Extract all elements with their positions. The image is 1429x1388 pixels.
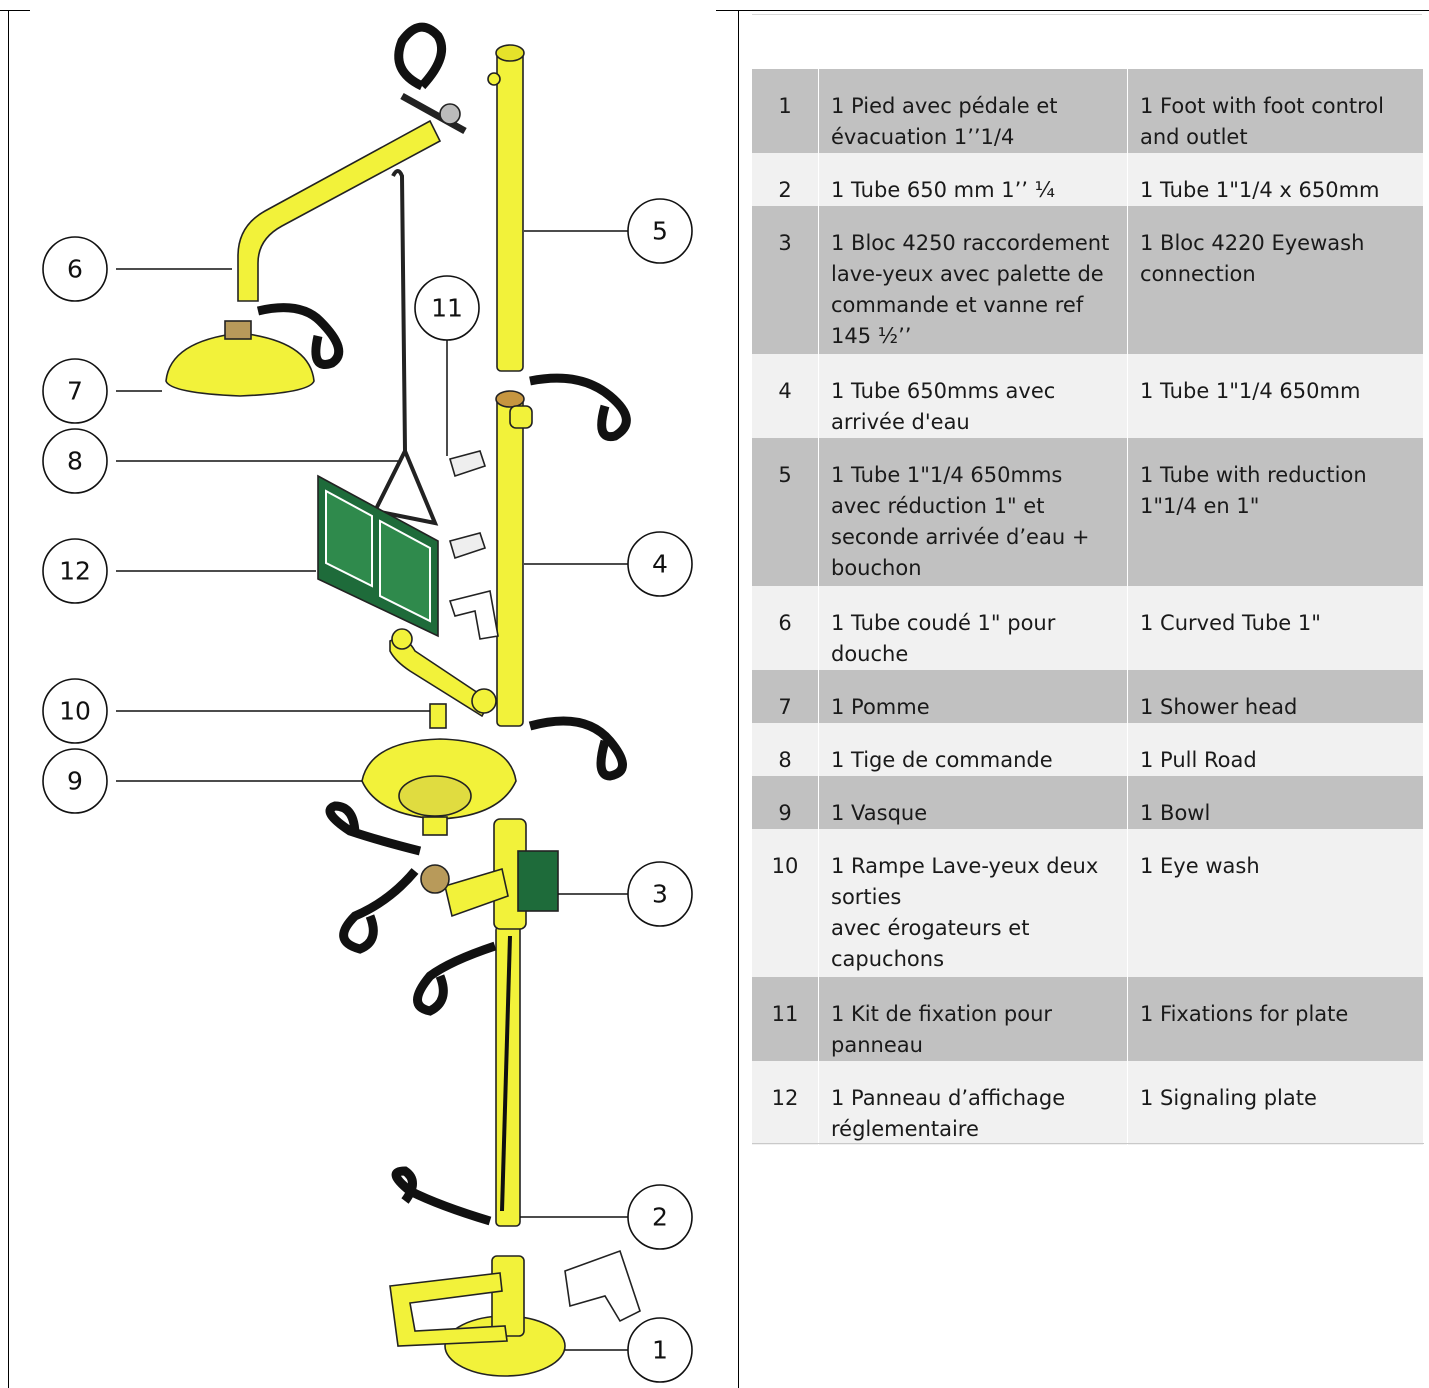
part-description-en: 1 Curved Tube 1" [1127,586,1424,670]
part-description-en: 1 Foot with foot control and outlet [1127,69,1424,153]
table-row: 4 1 Tube 650mms avec arrivée d'eau 1 Tub… [752,354,1424,438]
part-description-en: 1 Signaling plate [1127,1061,1424,1145]
callout-1-circle [627,1317,693,1383]
part-description-fr: 1 Vasque [818,776,1128,829]
part-number: 8 [752,723,819,776]
part-description-fr: 1 Tube 650mms avec arrivée d'eau [818,354,1128,438]
part-description-fr: 1 Tige de commande [818,723,1128,776]
part-number: 12 [752,1061,819,1145]
callout-10-circle [42,678,108,744]
part-description-en: 1 Bowl [1127,776,1424,829]
parts-list-table: 1 1 Pied avec pédale et évacuation 1’’1/… [752,69,1424,1145]
part-description-en: 1 Tube 1"1/4 x 650mm [1127,153,1424,206]
part-description-en: 1 Fixations for plate [1127,977,1424,1061]
part-description-fr: 1 Rampe Lave-yeux deux sorties avec érog… [818,829,1128,977]
part-description-en: 1 Shower head [1127,670,1424,723]
part-number: 5 [752,438,819,586]
part-number: 1 [752,69,819,153]
table-row: 9 1 Vasque 1 Bowl [752,776,1424,829]
part-number: 9 [752,776,819,829]
callout-10: 10 [59,697,91,726]
part-description-en: 1 Tube with reduction 1"1/4 en 1" [1127,438,1424,586]
part-number: 11 [752,977,819,1061]
table-row: 5 1 Tube 1"1/4 650mms avec réduction 1" … [752,438,1424,586]
frame-top-right-rule [716,10,1429,11]
callout-9: 9 [67,767,83,796]
part-description-fr: 1 Bloc 4250 raccordement lave-yeux avec … [818,206,1128,354]
table-bottom-rule [752,1143,1424,1144]
part-description-en: 1 Tube 1"1/4 650mm [1127,354,1424,438]
part-description-fr: 1 Pomme [818,670,1128,723]
table-row: 12 1 Panneau d’affichage réglementaire 1… [752,1061,1424,1145]
part-description-en: 1 Pull Road [1127,723,1424,776]
shower-head-7-shape [165,332,315,397]
table-row: 2 1 Tube 650 mm 1’’ ¼ 1 Tube 1"1/4 x 650… [752,153,1424,206]
curved-tube-6-shape [237,119,442,302]
part-number: 7 [752,670,819,723]
callout-3-circle [627,861,693,927]
part-number: 6 [752,586,819,670]
part-number: 4 [752,354,819,438]
callout-12: 12 [59,557,91,586]
exploded-parts-drawing: 1 2 3 4 5 6 7 8 9 10 11 12 [10,11,736,1388]
callout-5: 5 [652,217,668,246]
table-row: 11 1 Kit de fixation pour panneau 1 Fixa… [752,977,1424,1061]
table-row: 6 1 Tube coudé 1" pour douche 1 Curved T… [752,586,1424,670]
part-description-en: 1 Eye wash [1127,829,1424,977]
callout-11: 11 [431,294,463,323]
callout-6: 6 [67,255,83,284]
callout-12-circle [42,538,108,604]
callout-9-circle [42,748,108,814]
table-row: 1 1 Pied avec pédale et évacuation 1’’1/… [752,69,1424,153]
callout-8-circle [42,428,108,494]
table-row: 7 1 Pomme 1 Shower head [752,670,1424,723]
callout-7-circle [42,358,108,424]
frame-top-left-rule [0,10,30,11]
callout-3: 3 [652,880,668,909]
part-number: 3 [752,206,819,354]
part-description-fr: 1 Panneau d’affichage réglementaire [818,1061,1128,1145]
part-description-fr: 1 Tube 650 mm 1’’ ¼ [818,153,1128,206]
callout-8: 8 [67,447,83,476]
frame-divider [738,10,739,1388]
callout-2-circle [627,1184,693,1250]
callout-5-circle [627,198,693,264]
part-description-fr: 1 Tube 1"1/4 650mms avec réduction 1" et… [818,438,1128,586]
callout-4: 4 [652,550,668,579]
part-description-en: 1 Bloc 4220 Eyewash connection [1127,206,1424,354]
frame-inner-rule [752,14,1422,15]
callout-7: 7 [67,377,83,406]
callout-11-circle [414,275,480,341]
part-description-fr: 1 Kit de fixation pour panneau [818,977,1128,1061]
callout-2: 2 [652,1203,668,1232]
part-number: 10 [752,829,819,977]
frame-left-rule [8,10,9,1388]
tube-5-shape [496,50,524,372]
part-description-fr: 1 Pied avec pédale et évacuation 1’’1/4 [818,69,1128,153]
part-number: 2 [752,153,819,206]
tube-4-shape [496,395,524,727]
callout-4-circle [627,531,693,597]
callout-1: 1 [652,1336,668,1365]
table-row: 3 1 Bloc 4250 raccordement lave-yeux ave… [752,206,1424,354]
table-row: 8 1 Tige de commande 1 Pull Road [752,723,1424,776]
callout-6-circle [42,236,108,302]
table-row: 10 1 Rampe Lave-yeux deux sorties avec é… [752,829,1424,977]
part-description-fr: 1 Tube coudé 1" pour douche [818,586,1128,670]
hose-top [394,22,446,91]
